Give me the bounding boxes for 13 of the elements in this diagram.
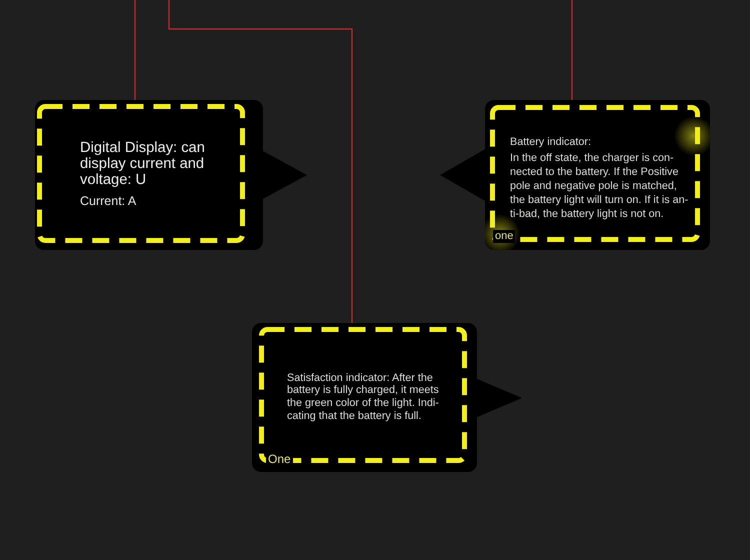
callout-text: Digital Display: can display current and voltage: U	[80, 140, 206, 188]
corner-label: one	[493, 230, 516, 242]
callout-text: In the off state, the charger is con- nected to the battery. If the Positive pole and negative pole is matched, the battery light will turn on. If it is an- ti-bad, the battery light is not on.	[510, 151, 690, 221]
callout-text: Current: A	[80, 194, 138, 208]
leader-line	[168, 0, 353, 323]
speech-bubble	[252, 323, 522, 472]
leader-line	[571, 0, 573, 100]
speech-bubble	[35, 100, 307, 250]
heading-text: Battery indicator:	[510, 135, 592, 149]
leader-line	[134, 0, 136, 100]
speech-bubble	[440, 100, 710, 250]
callout-text: Satisfaction indicator: After the battery is fully charged, it meets the green color of the light. Indi- cating that the battery is full.	[287, 372, 440, 422]
corner-label: One	[266, 452, 293, 466]
